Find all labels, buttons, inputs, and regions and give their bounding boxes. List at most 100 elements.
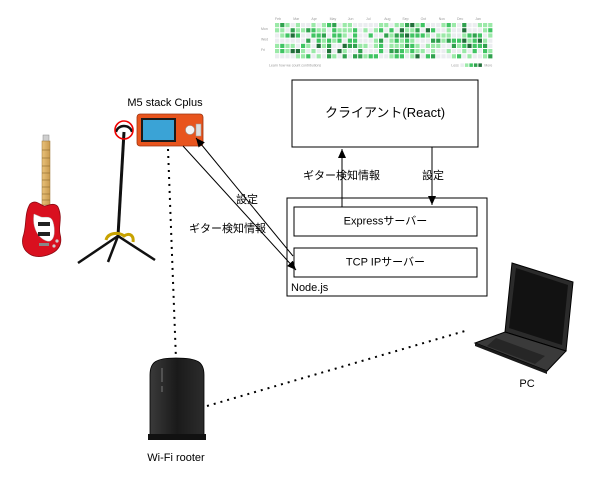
contrib-cell xyxy=(342,23,347,28)
contrib-cell xyxy=(462,33,467,38)
contrib-cell xyxy=(467,28,472,33)
contrib-cell xyxy=(379,33,384,38)
nodejs-label: Node.js xyxy=(291,282,329,294)
contrib-cell xyxy=(477,38,482,43)
contrib-cell xyxy=(477,23,482,28)
settings-label-upper: 設定 xyxy=(422,168,444,182)
contrib-cell xyxy=(410,49,415,54)
contrib-cell xyxy=(399,49,404,54)
contrib-cell xyxy=(275,28,280,33)
contrib-cell xyxy=(457,28,462,33)
contrib-cell xyxy=(311,33,316,38)
contrib-cell xyxy=(472,49,477,54)
contrib-cell xyxy=(295,49,300,54)
contrib-cell xyxy=(410,38,415,43)
contrib-cell xyxy=(488,38,493,43)
contrib-cell xyxy=(301,28,306,33)
contrib-cell xyxy=(306,43,311,48)
contrib-cell xyxy=(290,54,295,59)
contrib-cell xyxy=(358,28,363,33)
contrib-cell xyxy=(347,28,352,33)
contrib-cell xyxy=(394,33,399,38)
contrib-cell xyxy=(327,49,332,54)
contrib-cell xyxy=(488,23,493,28)
guitar-image xyxy=(22,134,62,257)
contrib-cell xyxy=(441,43,446,48)
express-server-box xyxy=(293,206,478,237)
contrib-cell xyxy=(477,43,482,48)
contrib-cell xyxy=(280,49,285,54)
contrib-cell xyxy=(462,38,467,43)
contrib-cell xyxy=(477,28,482,33)
contrib-cell xyxy=(301,38,306,43)
contrib-cell xyxy=(311,23,316,28)
contrib-cell xyxy=(290,23,295,28)
contrib-cell xyxy=(389,23,394,28)
contrib-cell xyxy=(353,23,358,28)
contrib-cell xyxy=(347,54,352,59)
contrib-legend-swatch xyxy=(460,63,464,67)
contrib-cell xyxy=(368,54,373,59)
contrib-cell xyxy=(321,33,326,38)
contrib-cell xyxy=(457,49,462,54)
contrib-cell xyxy=(347,49,352,54)
contrib-cell xyxy=(363,38,368,43)
contrib-cell xyxy=(415,28,420,33)
contrib-cell xyxy=(389,33,394,38)
contrib-cell xyxy=(410,28,415,33)
contrib-cell xyxy=(337,43,342,48)
contrib-cell xyxy=(306,28,311,33)
contrib-cell xyxy=(472,23,477,28)
contrib-month-label: Apr xyxy=(311,17,317,21)
contrib-cell xyxy=(301,23,306,28)
contrib-cell xyxy=(353,33,358,38)
contrib-cell xyxy=(311,28,316,33)
contrib-cell xyxy=(446,33,451,38)
contrib-cell xyxy=(389,49,394,54)
contrib-cell xyxy=(431,23,436,28)
contrib-cell xyxy=(446,28,451,33)
contrib-cell xyxy=(280,54,285,59)
contrib-cell xyxy=(275,43,280,48)
contrib-cell xyxy=(358,23,363,28)
contrib-cell xyxy=(290,28,295,33)
contrib-cell xyxy=(306,33,311,38)
contrib-cell xyxy=(384,28,389,33)
contrib-cell xyxy=(368,38,373,43)
contrib-cell xyxy=(399,28,404,33)
contrib-cell xyxy=(316,38,321,43)
contrib-cell xyxy=(420,49,425,54)
contrib-cell xyxy=(332,49,337,54)
arrow-tcp-to-m5 xyxy=(195,137,294,257)
contrib-cell xyxy=(457,33,462,38)
contrib-cell xyxy=(488,28,493,33)
contrib-cell xyxy=(415,49,420,54)
contrib-cell xyxy=(327,38,332,43)
contrib-cell xyxy=(316,49,321,54)
contrib-cell xyxy=(316,33,321,38)
wifi-link-router-pc xyxy=(206,330,466,407)
contrib-cell xyxy=(410,54,415,59)
contrib-month-label: Dec xyxy=(457,17,463,21)
contrib-footer-left: Learn how we count contributions xyxy=(269,63,321,67)
contrib-cell xyxy=(483,28,488,33)
contrib-cell xyxy=(347,33,352,38)
contrib-cell xyxy=(321,28,326,33)
contrib-cell xyxy=(467,49,472,54)
contrib-cell xyxy=(425,43,430,48)
contrib-cell xyxy=(425,38,430,43)
wifi-router-image xyxy=(148,357,206,440)
contrib-cell xyxy=(441,54,446,59)
contrib-cell xyxy=(337,49,342,54)
contrib-cell xyxy=(306,49,311,54)
contrib-cell xyxy=(462,54,467,59)
contrib-footer-more: More xyxy=(484,63,492,67)
contrib-cell xyxy=(384,43,389,48)
contrib-cell xyxy=(446,38,451,43)
contrib-month-label: Nov xyxy=(439,17,445,21)
contrib-cell xyxy=(389,54,394,59)
contrib-cell xyxy=(353,28,358,33)
contrib-cell xyxy=(290,43,295,48)
contrib-cell xyxy=(431,38,436,43)
